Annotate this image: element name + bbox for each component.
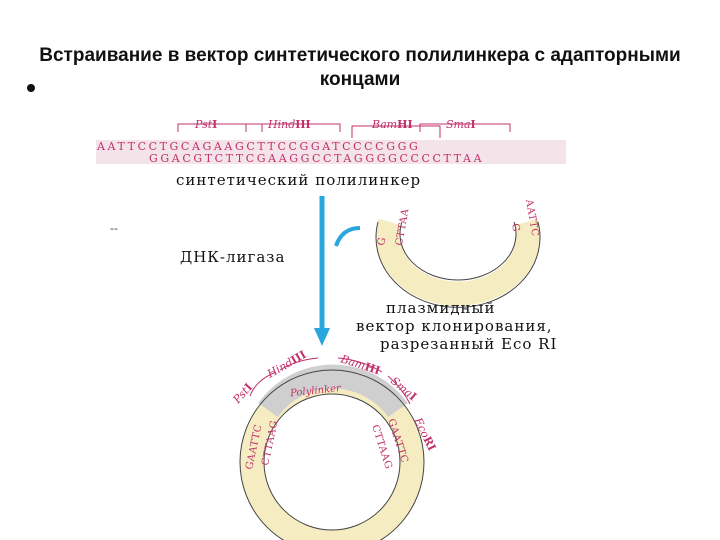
bracket-bottom-hind xyxy=(279,357,319,371)
sequence-background xyxy=(96,140,566,164)
bracket-pst xyxy=(177,123,263,132)
sequence-bottom-strand: GGACGTCTTCGAAGGCCTAGGGGCCCCTTAA xyxy=(149,152,484,165)
enzyme-label-hind: HindIII xyxy=(267,118,311,131)
open-ring-outer-edge xyxy=(375,221,541,308)
open-end-left-inner: CTTAA xyxy=(394,207,411,246)
sequence-top-strand: AATTCCTGCAGAAGCTTCCGGATCCCCGGG xyxy=(96,140,420,153)
closed-ring-polylinker-segment xyxy=(258,364,408,418)
linker-caption: синтетический полилинкер xyxy=(176,171,421,189)
enzyme-label-bam: BamHI xyxy=(371,118,413,131)
open-ring-inner-edge xyxy=(399,221,517,281)
closed-ring-outer-edge xyxy=(239,369,425,540)
enzyme-label-sma: SmaI xyxy=(446,118,476,131)
closed-plasmid: Polylinker GAATTC CTTAAG GAATTC CTTAAG xyxy=(239,364,425,540)
open-end-right-inner: G xyxy=(509,223,521,233)
bracket-bottom-bam xyxy=(337,357,383,373)
bracket-hind xyxy=(245,123,341,132)
open-ring-body xyxy=(376,218,540,306)
open-plasmid: G CTTAA AATTC G xyxy=(375,198,541,308)
bracket-sma xyxy=(419,123,511,132)
dash-mark: -- xyxy=(110,222,118,235)
vector-caption-line1: плазмидный xyxy=(386,299,496,317)
ligase-curve-arrow xyxy=(334,226,361,247)
ligase-label: ДНК-лигаза xyxy=(180,248,285,266)
bullet-dot xyxy=(27,84,35,92)
bracket-bottom-pst xyxy=(249,371,277,397)
enzyme-label-pst: PstI xyxy=(194,118,217,131)
arrow-head xyxy=(314,328,330,346)
open-end-left-outer: G xyxy=(376,236,388,246)
bracket-bottom-sma xyxy=(387,375,411,405)
slide-title: Встраивание в вектор синтетического поли… xyxy=(39,45,681,90)
closed-ring-inner-edge xyxy=(263,393,401,531)
vector-caption-line2: вектор клонирования, xyxy=(356,317,553,335)
vector-caption-line3: разрезанный Eco RI xyxy=(380,335,557,353)
bracket-bam xyxy=(351,125,441,138)
